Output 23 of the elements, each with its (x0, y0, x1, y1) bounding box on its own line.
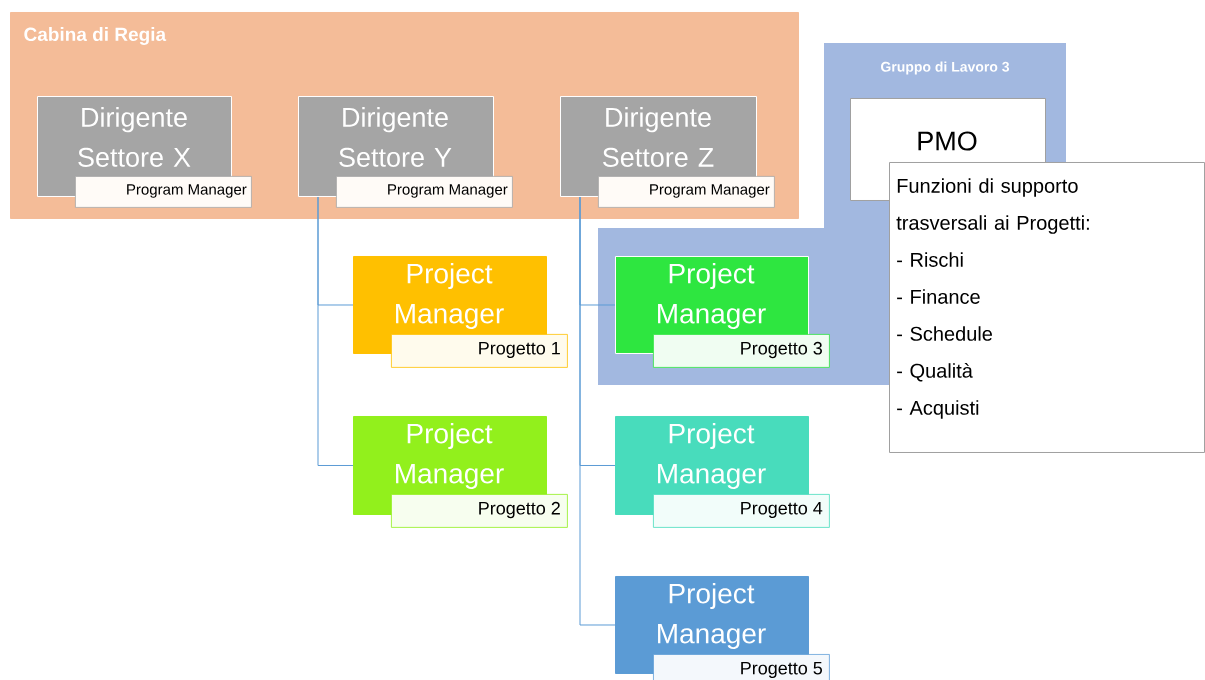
label-tag: Program Manager (336, 176, 513, 208)
label-tag: Program Manager (75, 176, 252, 208)
project-box: Project Manager Progetto 5 (615, 576, 830, 680)
node-label: - Qualità (897, 362, 973, 382)
node-label: - Acquisti (897, 400, 979, 419)
manager-box: Dirigente Settore Y Program Manager (298, 96, 513, 208)
connector (317, 196, 354, 466)
node-label: - Finance (897, 289, 980, 304)
label-tag: Program Manager (598, 176, 775, 208)
label-tag: Progetto 1 (391, 334, 568, 368)
project-box: Project Manager Progetto 4 (615, 416, 830, 528)
label-tag: Progetto 5 (653, 654, 830, 680)
project-box: Project Manager Progetto 1 (353, 256, 568, 368)
label-tag: Progetto 3 (653, 334, 830, 368)
project-box: Project Manager Progetto 2 (353, 416, 568, 528)
connector (579, 196, 616, 626)
label-tag: Progetto 2 (391, 494, 568, 528)
label-tag: Progetto 4 (653, 494, 830, 528)
node-label: - Rischi (897, 252, 963, 267)
node-label: - Schedule (897, 326, 993, 341)
project-box: Project Manager Progetto 3 (615, 256, 830, 368)
manager-box: Dirigente Settore Z Program Manager (560, 96, 775, 208)
manager-box: Dirigente Settore X Program Manager (37, 96, 252, 208)
